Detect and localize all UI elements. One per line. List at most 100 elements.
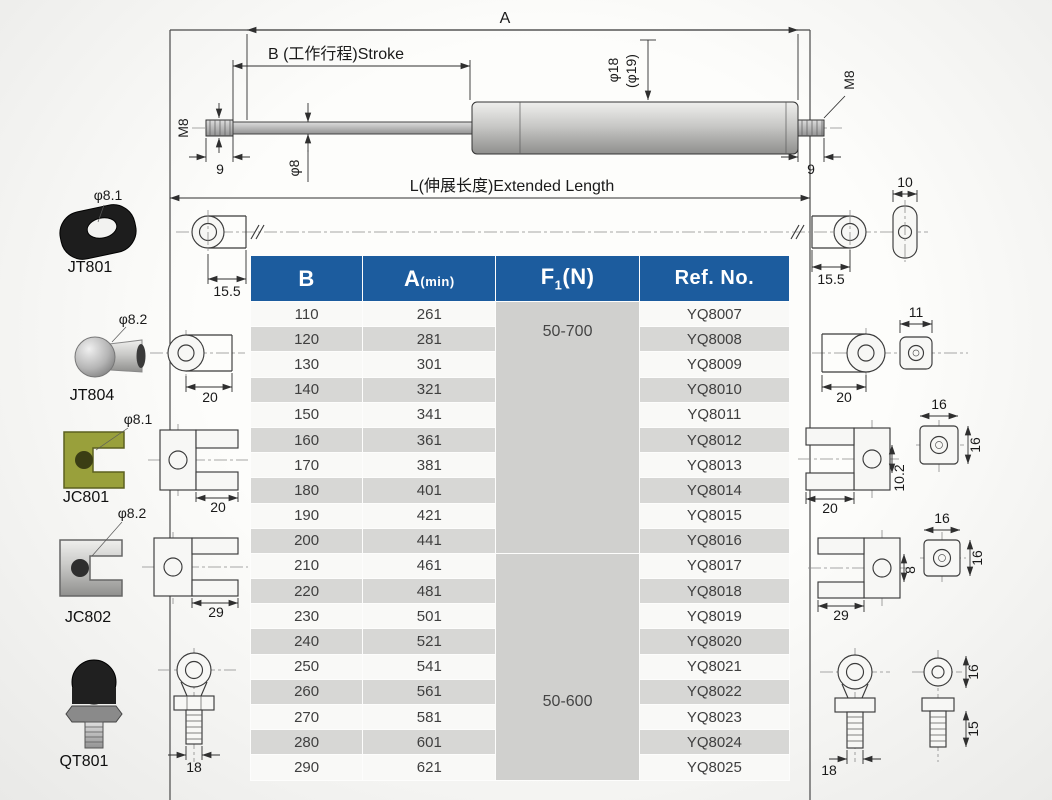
dim-ball-socket-thickness: 11	[909, 304, 924, 320]
dim-l-label: L(伸展长度)Extended Length	[410, 177, 615, 195]
dim-clevis2-side-height: 16	[969, 550, 985, 566]
dim-ball-stud-head: 16	[965, 664, 981, 680]
dim-qt801-width: 18	[186, 759, 202, 775]
cell-b: 240	[249, 628, 364, 655]
header-f1n: F1(N)	[495, 255, 640, 302]
cell-ref-no: YQ8017	[638, 552, 791, 580]
cell-ref-no: YQ8009	[638, 351, 791, 378]
dim-phi19-label: (φ19)	[623, 54, 639, 88]
gas-spring-drawing	[192, 101, 842, 155]
dim-clevis1-side-height: 16	[967, 437, 983, 453]
cell-ref-no: YQ8022	[638, 678, 791, 706]
thread-stub-right	[797, 119, 825, 137]
cell-b: 230	[249, 603, 364, 630]
cell-b: 200	[249, 527, 364, 554]
cylinder-body	[471, 101, 799, 155]
cell-a-min: 561	[362, 678, 497, 706]
dim-clevis2-width: 29	[833, 607, 849, 623]
cell-a-min: 321	[362, 376, 497, 403]
dim-clevis2-side-width: 16	[934, 510, 950, 526]
cell-b: 110	[249, 300, 364, 328]
cell-ref-no: YQ8016	[638, 527, 791, 554]
cell-a-min: 621	[362, 754, 497, 781]
cell-a-min: 501	[362, 603, 497, 630]
cell-a-min: 601	[362, 729, 497, 756]
cell-a-min: 461	[362, 552, 497, 580]
cell-b: 150	[249, 401, 364, 428]
cell-ref-no: YQ8015	[638, 502, 791, 529]
cell-a-min: 541	[362, 653, 497, 680]
fitting-label-jt801: JT801	[68, 259, 113, 276]
dim-a-label: A	[500, 10, 511, 27]
dim-eyelet-thickness: 10	[897, 174, 913, 190]
cell-f1-merged: 50-700	[495, 301, 640, 554]
cell-ref-no: YQ8010	[638, 376, 791, 403]
dim-jc802-hole: φ8.2	[118, 505, 147, 521]
fitting-drawing-eyelet-right: 15.5 10	[811, 174, 918, 287]
fitting-drawing-clevis-right-1: 10.2 20 16 16	[798, 396, 983, 516]
fitting-photo-jt801: φ8.1 JT801	[59, 187, 137, 276]
cell-a-min: 281	[362, 326, 497, 353]
cell-a-min: 421	[362, 502, 497, 529]
dim-b-label: B (工作行程)Stroke	[268, 45, 404, 63]
cell-b: 290	[249, 754, 364, 781]
cell-b: 260	[249, 678, 364, 706]
fitting-photo-jt804: φ8.2 JT804	[70, 311, 148, 404]
fitting-drawing-ball-socket-right: 11 20	[812, 304, 968, 405]
cell-f1-merged: 50-600	[495, 552, 640, 781]
fitting-drawing-jc801: 20	[148, 424, 248, 515]
dim-overall-length: A	[246, 10, 799, 120]
cell-ref-no: YQ8008	[638, 326, 791, 353]
cell-b: 130	[249, 351, 364, 378]
fitting-label-qt801: QT801	[60, 753, 109, 770]
header-b: B	[249, 255, 364, 302]
cell-a-min: 481	[362, 578, 497, 605]
dim-phi8-label: φ8	[286, 159, 302, 176]
cell-b: 270	[249, 703, 364, 731]
dim-thread-length-right: 9	[781, 138, 841, 177]
dim-jc802-width: 29	[208, 604, 224, 620]
piston-rod	[232, 121, 473, 135]
cell-a-min: 301	[362, 351, 497, 378]
header-row: B A(min) F1(N) Ref. No.	[249, 255, 791, 302]
cell-ref-no: YQ8024	[638, 729, 791, 756]
eyelet-centerline	[176, 224, 928, 240]
fitting-drawing-jt804: 20	[150, 330, 245, 405]
cell-b: 280	[249, 729, 364, 756]
fitting-drawing-qt801: 18	[158, 648, 236, 775]
dim-extended-length: L(伸展长度)Extended Length	[169, 177, 811, 202]
dim-clevis1-side-width: 16	[931, 396, 947, 412]
cell-b: 170	[249, 452, 364, 479]
dim-cylinder-diameter: φ18 (φ19)	[605, 39, 656, 101]
cell-b: 140	[249, 376, 364, 403]
dim-ball-socket-width: 20	[836, 389, 852, 405]
dim-ball-stud-width: 18	[821, 762, 837, 778]
cell-ref-no: YQ8011	[638, 401, 791, 428]
fitting-drawing-ball-stud-right: 16 15 18	[820, 648, 981, 778]
cell-b: 250	[249, 653, 364, 680]
dim-thread-length-left: 9	[189, 136, 250, 177]
dim-thread-right: M8	[823, 70, 857, 119]
dim-9-right-label: 9	[807, 161, 815, 177]
dim-phi18-label: φ18	[605, 57, 621, 82]
dim-clevis1-width: 20	[822, 500, 838, 516]
fitting-photo-qt801: QT801	[60, 659, 123, 770]
cell-b: 160	[249, 426, 364, 454]
dim-jt804-hole: φ8.2	[119, 311, 148, 327]
fitting-label-jt804: JT804	[70, 387, 115, 404]
